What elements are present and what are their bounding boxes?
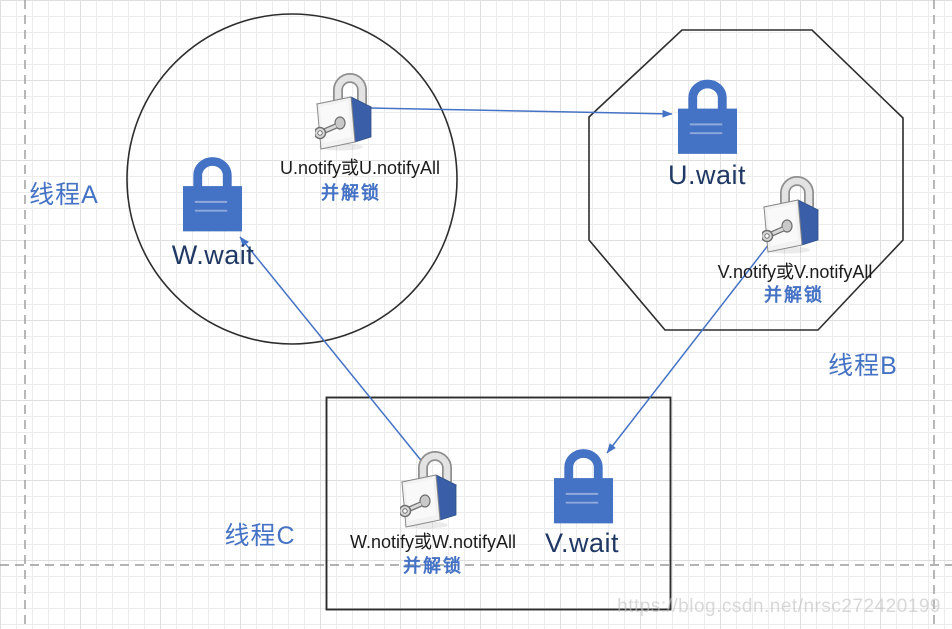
thread-b-octagon <box>588 29 904 331</box>
thread-c-label: 线程C <box>224 522 296 550</box>
thread-a-label: 线程A <box>29 181 99 209</box>
u-notify-sublabel: 并解锁 <box>321 183 381 203</box>
watermark: https://blog.csdn.net/nrsc272420199 <box>617 596 941 617</box>
w-wait-lock-icon <box>183 162 242 232</box>
arrow-w-notify-to-w-wait <box>239 236 425 465</box>
thread-a-circle <box>126 13 458 345</box>
thread-c-rectangle <box>325 396 672 611</box>
v-wait-lock-icon <box>554 454 613 524</box>
v-notify-label: V.notify或V.notifyAll <box>717 262 873 282</box>
v-wait-label: V.wait <box>544 528 620 558</box>
v-notify-keylock-icon <box>762 181 819 254</box>
w-wait-label: W.wait <box>171 240 255 270</box>
thread-b-label: 线程B <box>828 352 898 380</box>
arrow-u-notify-to-u-wait <box>367 107 673 118</box>
w-notify-label: W.notify或W.notifyAll <box>349 532 517 552</box>
u-wait-label: U.wait <box>667 160 747 190</box>
u-notify-label: U.notify或U.notifyAll <box>279 158 441 178</box>
u-wait-lock-icon <box>678 84 737 154</box>
u-notify-keylock-icon <box>315 78 372 151</box>
arrow-v-notify-to-v-wait <box>606 225 784 454</box>
w-notify-keylock-icon <box>400 456 457 529</box>
w-notify-sublabel: 并解锁 <box>403 556 463 576</box>
v-notify-sublabel: 并解锁 <box>764 285 824 305</box>
